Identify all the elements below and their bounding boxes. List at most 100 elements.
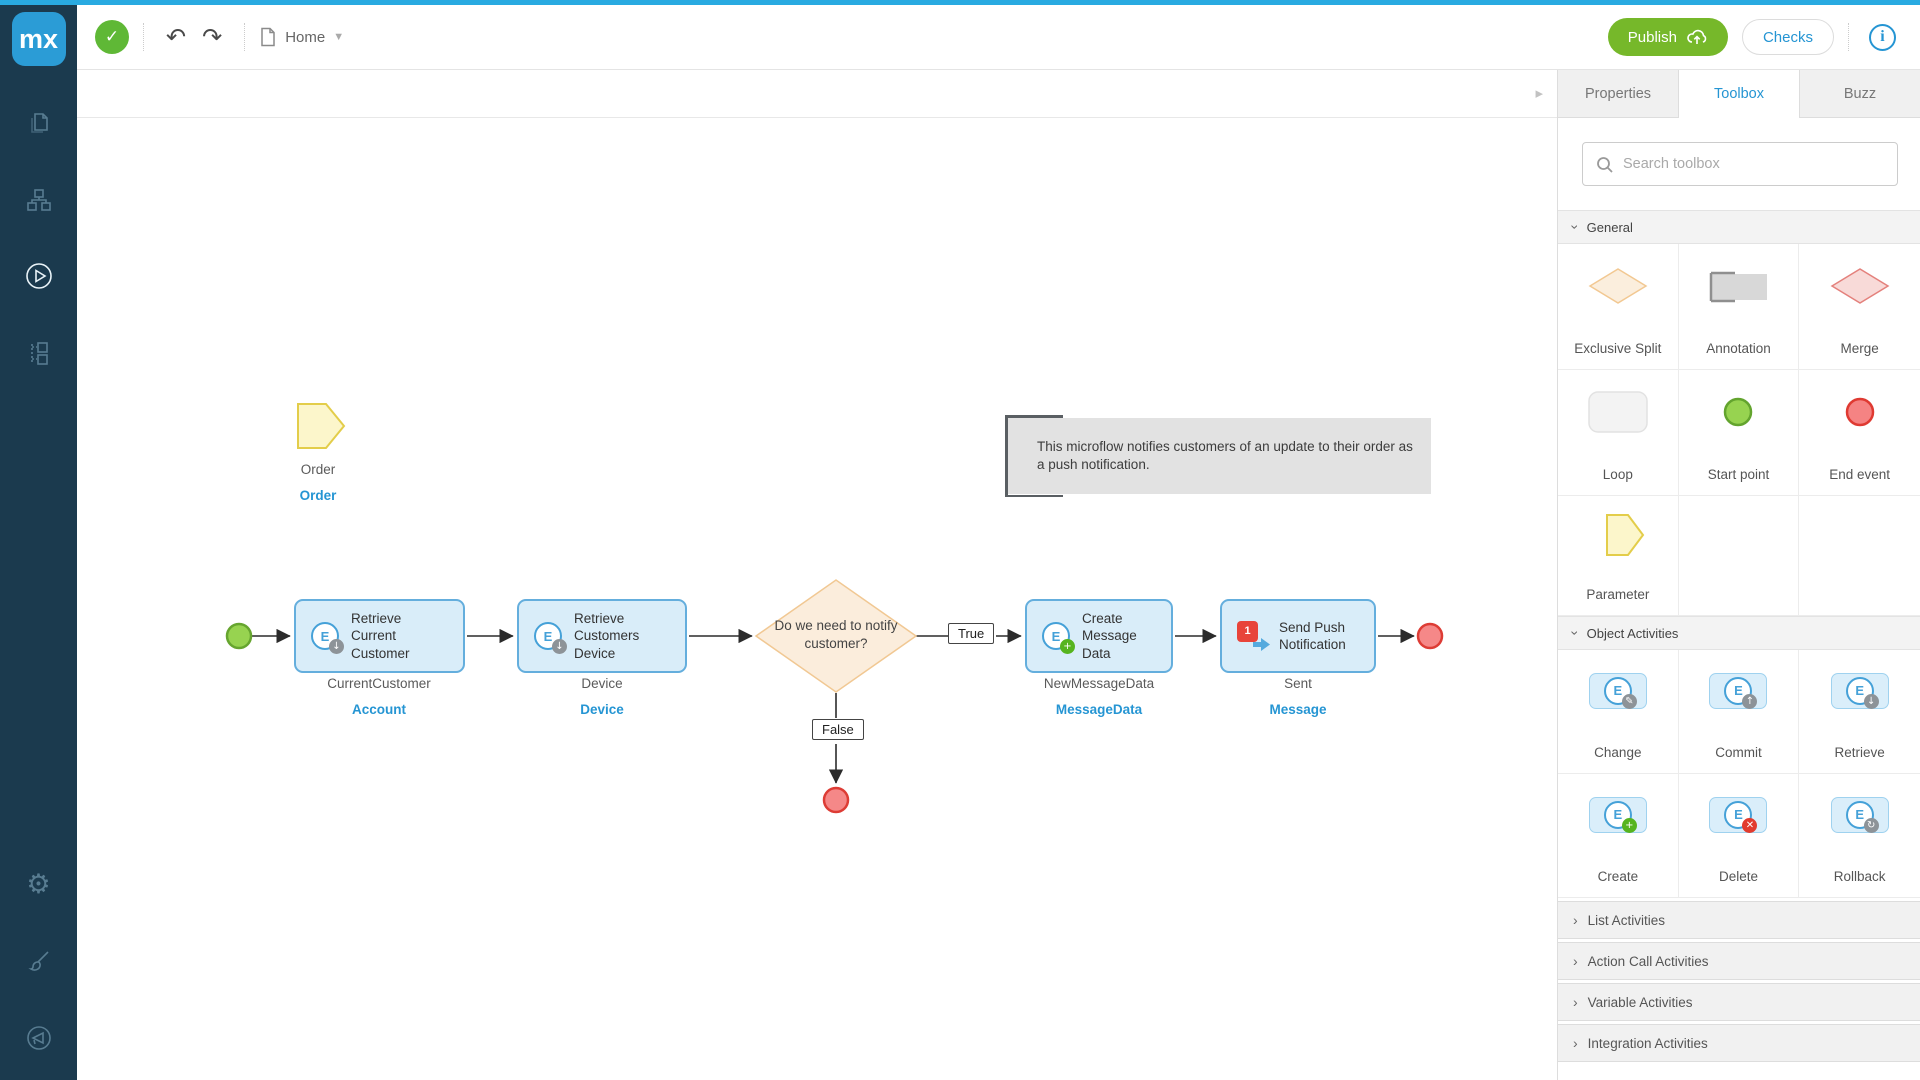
search-input[interactable]: [1623, 143, 1891, 185]
microflow-play-icon[interactable]: [0, 248, 77, 304]
tab-buzz[interactable]: Buzz: [1799, 70, 1920, 118]
toolbox-item-delete[interactable]: E✕ Delete: [1678, 774, 1800, 898]
section-object-activities[interactable]: › Object Activities: [1558, 616, 1920, 650]
parameter-shape[interactable]: [297, 403, 346, 449]
entity-create-icon: E+: [1042, 622, 1075, 654]
toolbox-item-merge[interactable]: Merge: [1799, 244, 1920, 370]
pages-icon[interactable]: [0, 95, 77, 151]
gray-rounded-rect-icon: [1588, 390, 1648, 433]
activity-variable-name: Device: [581, 676, 623, 691]
entity-retrieve-icon: E↓: [1830, 672, 1889, 709]
toolbox-item-start-point[interactable]: Start point: [1678, 370, 1800, 496]
mendix-logo[interactable]: mx: [11, 12, 66, 66]
toolbox-item-change[interactable]: E✎ Change: [1558, 650, 1679, 774]
toolbox-item-annotation[interactable]: Annotation: [1678, 244, 1800, 370]
microflow-canvas[interactable]: Order Order This microflow notifies cust…: [77, 118, 1557, 1080]
activity-variable-name: CurrentCustomer: [327, 676, 431, 691]
green-circle-icon: [1724, 397, 1753, 426]
toolbox-item-commit[interactable]: E↑ Commit: [1678, 650, 1800, 774]
decision-shape[interactable]: [754, 579, 918, 693]
entity-commit-icon: E↑: [1709, 672, 1768, 709]
annotation-bracket: [1005, 415, 1063, 418]
retrieve-badge-icon: ↓: [329, 639, 344, 654]
toolbar-divider: [244, 23, 246, 51]
activity-entity-name[interactable]: Device: [580, 702, 624, 717]
toolbox-item-rollback[interactable]: E↻ Rollback: [1799, 774, 1920, 898]
toolbar-divider: [143, 23, 144, 51]
top-accent-line: [0, 0, 1920, 5]
annotation-bracket: [1005, 494, 1063, 497]
entity-retrieve-icon: E↓: [534, 622, 567, 654]
document-tab-home[interactable]: Home ▼: [259, 27, 344, 47]
toolbox-item-end-event[interactable]: End event: [1799, 370, 1920, 496]
info-icon[interactable]: i: [1869, 23, 1896, 51]
annotation-bracket: [1005, 415, 1008, 497]
empty-cell: [1678, 496, 1800, 616]
chevron-expanded-icon: ›: [1567, 224, 1584, 230]
section-title: General: [1586, 219, 1633, 235]
push-notification-icon: 1: [1237, 621, 1270, 651]
domain-model-icon[interactable]: [0, 172, 77, 228]
true-edge-label[interactable]: True: [948, 623, 995, 644]
yellow-pentagon-icon: [1605, 513, 1645, 556]
toolbox-search: [1582, 142, 1898, 186]
retrieve-badge-icon: ↓: [552, 639, 567, 654]
toolbar-divider: [1848, 23, 1849, 51]
start-event[interactable]: [225, 622, 253, 650]
document-icon: [261, 27, 275, 47]
toolbox-item-loop[interactable]: Loop: [1558, 370, 1679, 496]
collapse-panel-chevron-icon[interactable]: ▸: [1535, 85, 1543, 102]
toolbox-item-parameter[interactable]: Parameter: [1558, 496, 1679, 616]
activity-label: Create Message Data: [1082, 611, 1137, 661]
document-tab-label: Home: [285, 28, 326, 46]
activity-variable-name: Sent: [1284, 676, 1312, 691]
right-panel: Properties Toolbox Buzz › General Exclus…: [1557, 70, 1920, 1080]
toolbox-item-create[interactable]: E+ Create: [1558, 774, 1679, 898]
search-icon: [1597, 157, 1613, 173]
entity-delete-icon: E✕: [1709, 796, 1768, 833]
settings-gear-icon[interactable]: ⚙: [26, 868, 51, 900]
activity-entity-name[interactable]: Account: [352, 702, 406, 717]
activity-retrieve-current-customer[interactable]: E↓ Retrieve Current Customer: [294, 599, 465, 673]
checks-button[interactable]: Checks: [1741, 19, 1834, 55]
tab-toolbox[interactable]: Toolbox: [1678, 70, 1799, 118]
section-integration-activities[interactable]: › Integration Activities: [1558, 1024, 1920, 1062]
caret-down-icon[interactable]: ▼: [333, 31, 345, 43]
orange-diamond-icon: [1588, 267, 1648, 304]
theme-paintbrush-icon[interactable]: [0, 933, 77, 989]
activity-variable-name: NewMessageData: [1043, 676, 1155, 691]
parameter-entity[interactable]: Order: [299, 488, 337, 503]
object-activities-grid: E✎ Change E↑ Commit E↓ Retrieve E+ Creat…: [1558, 650, 1920, 898]
end-event[interactable]: [1416, 622, 1444, 650]
chevron-expanded-icon: ›: [1567, 630, 1584, 636]
false-edge-label[interactable]: False: [812, 719, 864, 740]
section-action-call-activities[interactable]: › Action Call Activities: [1558, 942, 1920, 980]
feedback-megaphone-icon[interactable]: [0, 1010, 77, 1066]
no-errors-check-button[interactable]: ✓: [95, 20, 129, 54]
undo-icon[interactable]: ↶: [166, 23, 187, 51]
red-circle-icon: [1845, 397, 1874, 426]
red-diamond-icon: [1830, 267, 1890, 304]
chevron-collapsed-icon: ›: [1573, 994, 1578, 1010]
navigation-documents-icon[interactable]: [0, 325, 77, 381]
parameter-caption: Order: [300, 462, 336, 477]
section-list-activities[interactable]: › List Activities: [1558, 901, 1920, 939]
activity-retrieve-customers-device[interactable]: E↓ Retrieve Customers Device: [517, 599, 687, 673]
section-variable-activities[interactable]: › Variable Activities: [1558, 983, 1920, 1021]
tab-properties[interactable]: Properties: [1558, 70, 1678, 118]
toolbox-item-exclusive-split[interactable]: Exclusive Split: [1558, 244, 1679, 370]
activity-send-push-notification[interactable]: 1 Send Push Notification: [1220, 599, 1376, 673]
redo-icon[interactable]: ↷: [202, 23, 223, 51]
end-event[interactable]: [822, 786, 850, 814]
annotation-note[interactable]: This microflow notifies customers of an …: [1005, 415, 1431, 497]
toolbox-item-retrieve[interactable]: E↓ Retrieve: [1799, 650, 1920, 774]
publish-button[interactable]: Publish: [1607, 18, 1728, 56]
create-badge-icon: +: [1060, 639, 1075, 654]
activity-entity-name[interactable]: Message: [1269, 702, 1327, 717]
activity-entity-name[interactable]: MessageData: [1055, 702, 1143, 717]
section-title: Object Activities: [1586, 625, 1679, 641]
section-general[interactable]: › General: [1558, 210, 1920, 244]
activity-create-message-data[interactable]: E+ Create Message Data: [1025, 599, 1173, 673]
general-items-grid: Exclusive Split Annotation Merge Loop St…: [1558, 244, 1920, 616]
canvas-header-strip: ▸: [77, 70, 1557, 118]
